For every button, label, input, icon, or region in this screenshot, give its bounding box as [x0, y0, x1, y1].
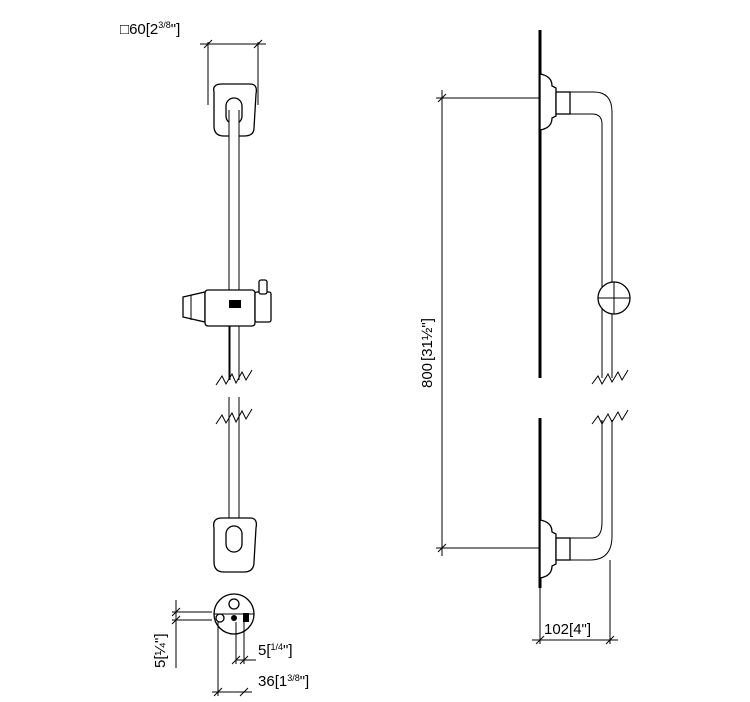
bottom-bracket-socket — [225, 525, 243, 553]
break-line-icon — [215, 408, 253, 425]
base-width-label: 36[13/8"] — [258, 673, 309, 690]
bottom-connector-side — [555, 537, 571, 561]
height-label: 800[31½"] — [419, 318, 436, 388]
offset-vertical-label: 5[¼"] — [152, 633, 169, 668]
top-width-label: □60[23/8"] — [120, 20, 180, 38]
shower-slider-clamp — [182, 279, 272, 380]
front-view: □60[23/8"] — [120, 20, 272, 573]
top-width-dimension: □60[23/8"] — [120, 20, 266, 105]
center-pin — [231, 615, 237, 621]
screw-hole-left — [215, 613, 225, 623]
break-line-icon — [215, 369, 253, 386]
offset-small-label: 5[1/4"] — [258, 642, 293, 659]
upper-rail — [229, 110, 239, 380]
break-line-icon — [591, 369, 629, 386]
side-view: 800[31½"] 102[4"] — [419, 30, 631, 645]
top-connector-side — [555, 91, 571, 115]
clamp-knob — [258, 279, 268, 295]
center-crosshair-icon — [597, 281, 631, 315]
screw-hole-top — [228, 598, 240, 610]
break-line-icon — [591, 409, 629, 426]
set-screw — [243, 613, 249, 622]
base-detail: 5[¼"] 5[1/4"] 36[13/8"] — [152, 593, 309, 697]
projection-label: 102[4"] — [544, 621, 591, 638]
bottom-flange-side — [539, 519, 557, 579]
top-flange-side — [539, 73, 557, 131]
clamp-lock-icon — [229, 300, 241, 308]
